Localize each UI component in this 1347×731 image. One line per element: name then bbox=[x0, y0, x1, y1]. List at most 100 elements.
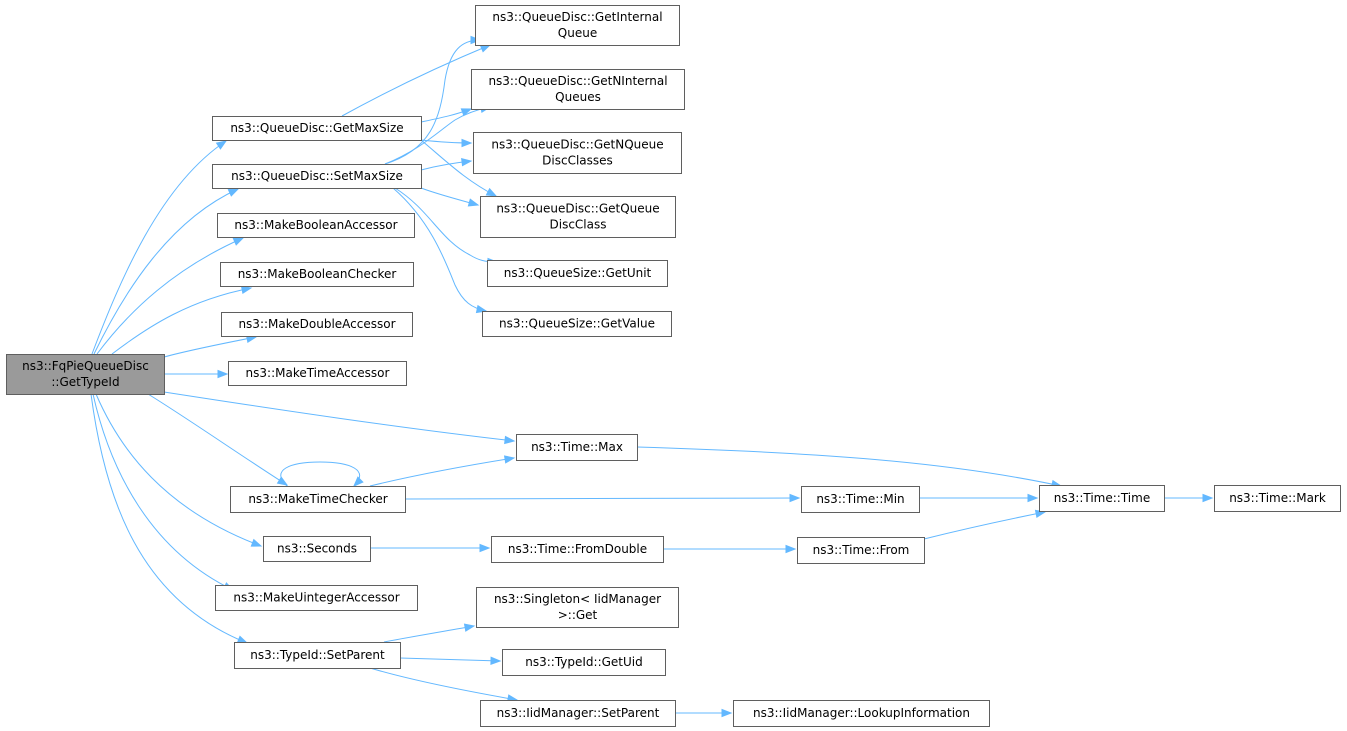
edge-root-to-seconds bbox=[95, 393, 262, 547]
edge-setmaxsize-to-queuesize_getvalue bbox=[392, 187, 487, 312]
edge-setmaxsize-to-queuesize_getunit bbox=[394, 187, 498, 263]
edge-root-to-makebooleanaccessor bbox=[96, 237, 244, 355]
node-label: ns3::FqPieQueueDisc bbox=[22, 359, 149, 373]
node-label: ns3::MakeBooleanAccessor bbox=[234, 218, 397, 232]
arrow-head-icon bbox=[217, 369, 229, 379]
arrow-head-icon bbox=[227, 188, 240, 197]
node-iidmanager-lookup[interactable]: ns3::IidManager::LookupInformation bbox=[733, 700, 990, 727]
edge-getmaxsize-to-getinternalqueue bbox=[341, 44, 491, 117]
node-box bbox=[215, 585, 418, 611]
node-label: ns3::MakeTimeChecker bbox=[248, 492, 387, 506]
edge-time_from-to-time_time bbox=[923, 511, 1046, 540]
node-time-from[interactable]: ns3::Time::From bbox=[797, 537, 925, 564]
node-makebooleanaccessor[interactable]: ns3::MakeBooleanAccessor bbox=[217, 213, 415, 238]
node-box bbox=[487, 260, 668, 287]
arrow-head-icon bbox=[232, 237, 245, 246]
edge-getmaxsize-to-getqueuediscclass bbox=[420, 139, 497, 197]
node-label: ns3::TypeId::GetUid bbox=[525, 655, 643, 669]
node-label: ns3::Time::Min bbox=[816, 492, 904, 506]
node-typeid-getuid[interactable]: ns3::TypeId::GetUid bbox=[502, 649, 666, 676]
node-box bbox=[1214, 485, 1341, 512]
node-getmaxsize[interactable]: ns3::QueueDisc::GetMaxSize bbox=[212, 116, 422, 141]
edge-time_max-to-time_time bbox=[636, 446, 1062, 487]
graph-nodes: ns3::FqPieQueueDisc::GetTypeId ns3::Queue… bbox=[6, 5, 1341, 727]
arrow-head-icon bbox=[240, 285, 253, 294]
node-box bbox=[797, 537, 925, 564]
node-makedoubleaccessor[interactable]: ns3::MakeDoubleAccessor bbox=[221, 312, 413, 337]
node-label: ns3::TypeId::SetParent bbox=[250, 648, 385, 662]
arrow-head-icon bbox=[504, 435, 516, 445]
node-time-min[interactable]: ns3::Time::Min bbox=[801, 486, 920, 513]
arrow-head-icon bbox=[467, 198, 480, 207]
node-box bbox=[212, 116, 422, 141]
node-box bbox=[230, 486, 406, 513]
arrow-head-icon bbox=[475, 304, 488, 314]
node-label: ns3::MakeTimeAccessor bbox=[246, 366, 390, 380]
arrow-head-icon bbox=[250, 538, 263, 547]
node-queuesize-getvalue[interactable]: ns3::QueueSize::GetValue bbox=[482, 311, 672, 337]
arrow-head-icon bbox=[215, 140, 228, 150]
node-label: ns3::QueueSize::GetUnit bbox=[504, 266, 652, 280]
node-box bbox=[263, 536, 371, 562]
node-box bbox=[212, 164, 422, 189]
node-time-fromdouble[interactable]: ns3::Time::FromDouble bbox=[491, 536, 664, 563]
node-time-max[interactable]: ns3::Time::Max bbox=[516, 434, 638, 461]
node-time-mark[interactable]: ns3::Time::Mark bbox=[1214, 485, 1341, 512]
node-box bbox=[516, 434, 638, 461]
node-box bbox=[475, 5, 680, 46]
node-label: ::GetTypeId bbox=[51, 375, 119, 389]
node-queuesize-getunit[interactable]: ns3::QueueSize::GetUnit bbox=[487, 260, 668, 287]
node-label: Queues bbox=[555, 90, 601, 104]
node-label: ns3::QueueDisc::GetMaxSize bbox=[230, 121, 403, 135]
arrow-head-icon bbox=[461, 138, 473, 148]
node-label: ns3::MakeBooleanChecker bbox=[238, 267, 397, 281]
edge-typeid_setparent-to-singleton_get bbox=[383, 625, 475, 643]
node-box bbox=[228, 361, 407, 386]
call-edges bbox=[90, 35, 1214, 718]
node-box bbox=[476, 587, 679, 628]
node-makeuintegeraccessor[interactable]: ns3::MakeUintegerAccessor bbox=[215, 585, 418, 611]
node-label: ns3::QueueSize::GetValue bbox=[499, 317, 655, 331]
edge-root-to-makebooleanchecker bbox=[111, 287, 252, 355]
node-typeid-setparent[interactable]: ns3::TypeId::SetParent bbox=[234, 642, 401, 669]
edge-maketimechecker-to-time_max bbox=[369, 457, 515, 487]
node-box bbox=[234, 642, 401, 669]
node-seconds[interactable]: ns3::Seconds bbox=[263, 536, 371, 562]
node-box bbox=[801, 486, 920, 513]
node-box bbox=[491, 536, 664, 563]
node-maketimeaccessor[interactable]: ns3::MakeTimeAccessor bbox=[228, 361, 407, 386]
edge-maketimechecker-to-maketimechecker bbox=[280, 461, 361, 487]
node-box bbox=[480, 196, 676, 238]
edge-root-to-getmaxsize bbox=[91, 140, 227, 355]
node-box bbox=[1039, 485, 1165, 512]
arrow-head-icon bbox=[503, 455, 516, 464]
arrow-head-icon bbox=[785, 544, 797, 554]
arrow-head-icon bbox=[721, 708, 733, 718]
node-iidmanager-setparent[interactable]: ns3::IidManager::SetParent bbox=[480, 700, 676, 727]
node-makebooleanchecker[interactable]: ns3::MakeBooleanChecker bbox=[220, 262, 414, 287]
arrow-head-icon bbox=[1202, 493, 1214, 503]
node-singleton-get[interactable]: ns3::Singleton< IidManager>::Get bbox=[476, 587, 679, 628]
node-maketimechecker[interactable]: ns3::MakeTimeChecker bbox=[230, 486, 406, 513]
node-label: ns3::Seconds bbox=[277, 542, 357, 556]
node-label: ns3::QueueDisc::SetMaxSize bbox=[231, 169, 403, 183]
edge-root-to-makedoubleaccessor bbox=[163, 336, 257, 358]
node-box bbox=[473, 132, 682, 174]
node-label: ns3::QueueDisc::GetNQueue bbox=[491, 138, 663, 152]
node-label: ns3::QueueDisc::GetInternal bbox=[492, 10, 662, 24]
node-box bbox=[502, 649, 666, 676]
node-time-time[interactable]: ns3::Time::Time bbox=[1039, 485, 1165, 512]
node-label: ns3::QueueDisc::GetNInternal bbox=[488, 74, 667, 88]
node-root[interactable]: ns3::FqPieQueueDisc::GetTypeId bbox=[6, 354, 165, 395]
arrow-head-icon bbox=[460, 108, 473, 117]
node-setmaxsize[interactable]: ns3::QueueDisc::SetMaxSize bbox=[212, 164, 422, 189]
edge-maketimechecker-to-time_min bbox=[404, 497, 800, 500]
arrow-head-icon bbox=[485, 187, 498, 197]
node-label: ns3::Time::FromDouble bbox=[508, 542, 647, 556]
arrow-head-icon bbox=[1027, 493, 1039, 503]
